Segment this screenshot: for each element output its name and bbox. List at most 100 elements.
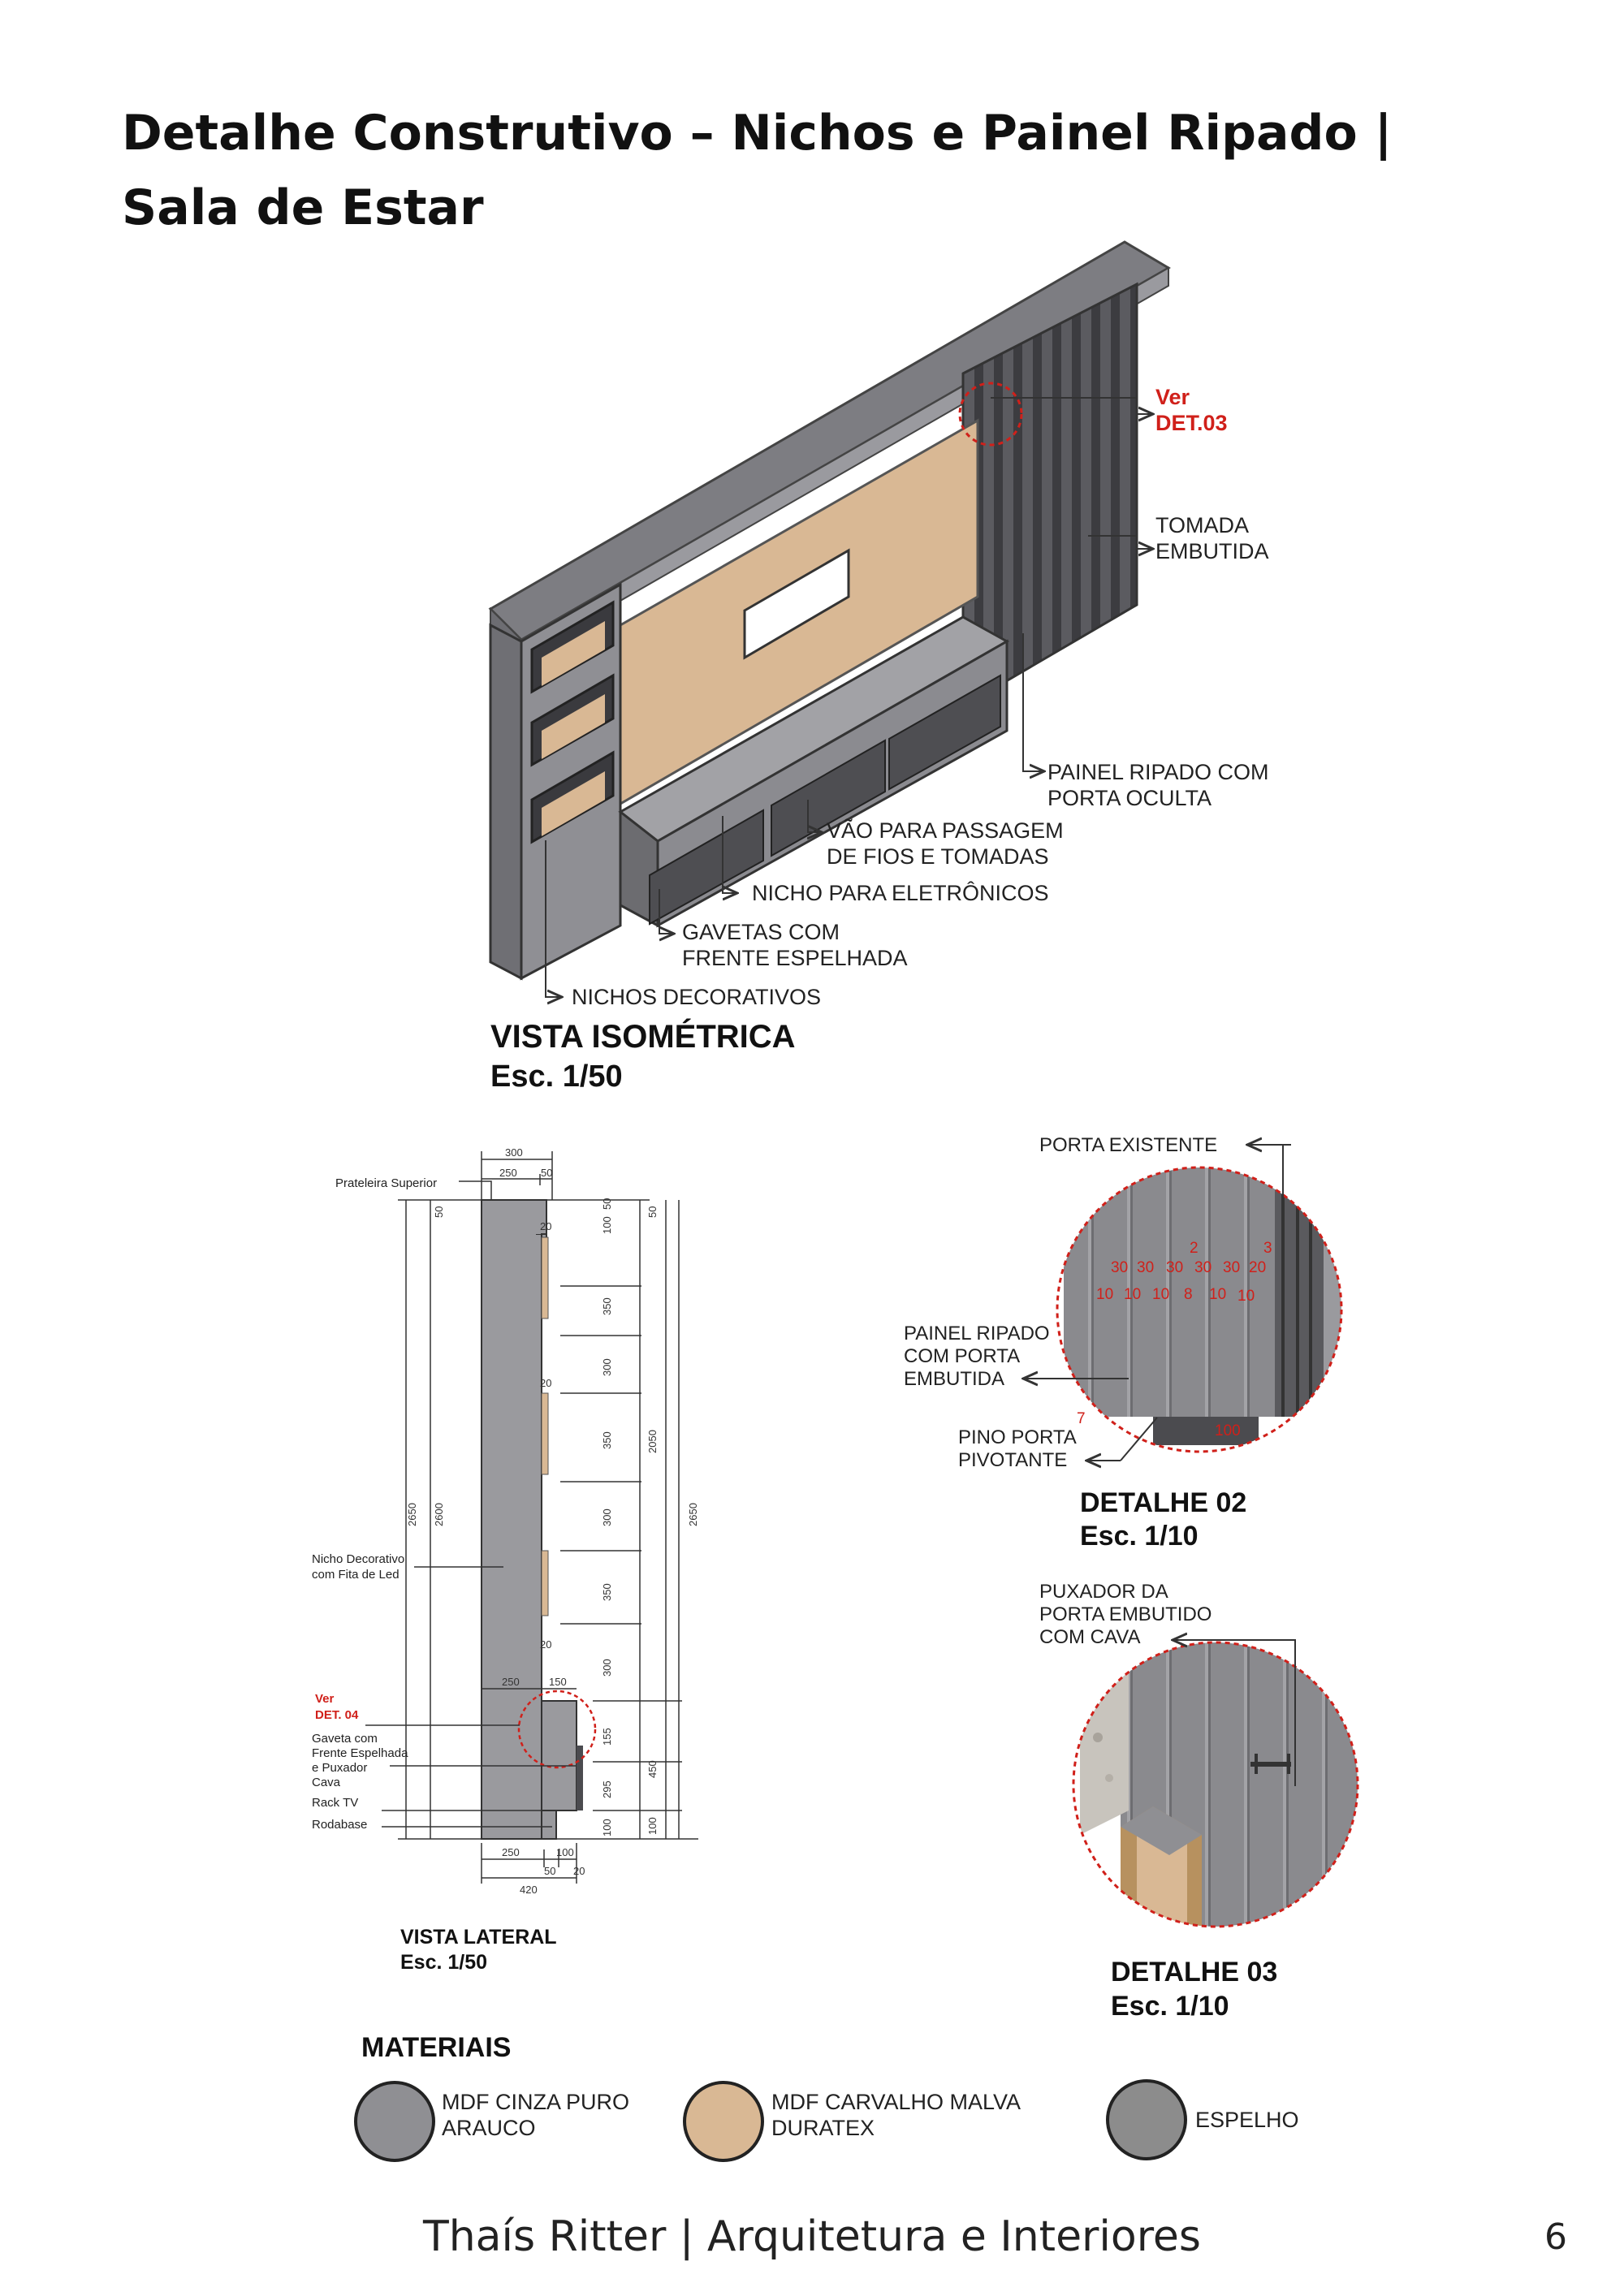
dim-stack-9: 100 bbox=[601, 1819, 613, 1836]
dim-bot-100: 100 bbox=[556, 1846, 574, 1858]
page-number: 6 bbox=[1544, 2216, 1567, 2258]
dim-mid-250: 250 bbox=[502, 1676, 520, 1688]
lat-nicho-1: Nicho Decorativo bbox=[312, 1552, 404, 1566]
det02-dim30-0: 30 bbox=[1111, 1259, 1128, 1276]
title-line-1: Detalhe Construtivo – Nichos e Painel Ri… bbox=[122, 105, 1393, 162]
lateral-body bbox=[481, 1199, 547, 1840]
det02-scale: Esc. 1/10 bbox=[1080, 1521, 1199, 1552]
det02-pino-2: PIVOTANTE bbox=[958, 1449, 1067, 1471]
det02-painel-2: COM PORTA bbox=[904, 1345, 1020, 1367]
material-swatch-wood bbox=[683, 2081, 764, 2162]
dim-stack-small-1: 20 bbox=[540, 1220, 551, 1232]
dim-stack-8: 295 bbox=[601, 1780, 613, 1798]
dim-stack-small-0: 50 bbox=[601, 1198, 613, 1210]
iso-nichos-decorativos: NICHOS DECORATIVOS bbox=[572, 985, 821, 1009]
material-swatch-mirror bbox=[1106, 2079, 1187, 2160]
iso-tomada-1: TOMADA bbox=[1155, 513, 1249, 537]
lat-prateleira: Prateleira Superior bbox=[335, 1176, 437, 1190]
det03-puxador-3: COM CAVA bbox=[1039, 1626, 1140, 1648]
det02-dim30-5: 20 bbox=[1249, 1259, 1266, 1276]
det02-dim10-5: 10 bbox=[1237, 1288, 1255, 1305]
det02-dim30-3: 30 bbox=[1194, 1259, 1212, 1276]
dim-right-50: 50 bbox=[646, 1206, 659, 1218]
det03-view-title: DETALHE 03 bbox=[1111, 1957, 1277, 1987]
dim-left-50: 50 bbox=[433, 1206, 445, 1218]
iso-painel-2: PORTA OCULTA bbox=[1047, 786, 1212, 810]
det02-dim30-2: 30 bbox=[1166, 1259, 1183, 1276]
material-mirror-line1: ESPELHO bbox=[1195, 2108, 1299, 2132]
det02-painel-3: EMBUTIDA bbox=[904, 1368, 1004, 1390]
iso-scale: Esc. 1/50 bbox=[490, 1060, 623, 1094]
material-swatch-gray bbox=[354, 2081, 435, 2162]
det02-view-title: DETALHE 02 bbox=[1080, 1487, 1246, 1518]
det02-painel-1: PAINEL RIPADO bbox=[904, 1323, 1050, 1344]
iso-vao-1: VÃO PARA PASSAGEM bbox=[827, 818, 1064, 843]
rack-tv bbox=[618, 615, 1010, 928]
det02-porta-existente: PORTA EXISTENTE bbox=[1039, 1134, 1217, 1156]
iso-tomada-2: EMBUTIDA bbox=[1155, 539, 1269, 563]
dim-mid-150: 150 bbox=[549, 1676, 567, 1688]
detail-02: 30 30 30 30 30 20 10 10 10 8 10 10 2 3 7… bbox=[904, 1134, 1343, 1552]
iso-view-title: VISTA ISOMÉTRICA bbox=[490, 1018, 796, 1055]
dim-stack-4: 300 bbox=[601, 1508, 613, 1526]
lat-ver-ref: DET. 04 bbox=[315, 1708, 359, 1722]
detail-03: PUXADOR DA PORTA EMBUTIDO COM CAVA DETAL… bbox=[1039, 1581, 1359, 2022]
iso-nicho-eletronicos: NICHO PARA ELETRÔNICOS bbox=[752, 880, 1049, 905]
iso-ver-ref: DET.03 bbox=[1155, 411, 1228, 435]
material-gray-line2: ARAUCO bbox=[442, 2116, 536, 2140]
det02-dim-3: 3 bbox=[1263, 1240, 1272, 1257]
material-gray-line1: MDF CINZA PURO bbox=[442, 2090, 629, 2114]
title-line-2: Sala de Estar bbox=[122, 179, 484, 236]
lat-scale: Esc. 1/50 bbox=[400, 1951, 487, 1974]
dim-bot-50: 50 bbox=[544, 1865, 555, 1877]
iso-gavetas-1: GAVETAS COM bbox=[682, 920, 840, 944]
dim-stack-small-3: 20 bbox=[540, 1638, 551, 1651]
det02-pino-1: PINO PORTA bbox=[958, 1426, 1077, 1448]
dim-right-2650: 2650 bbox=[687, 1503, 699, 1526]
dim-stack-7: 155 bbox=[601, 1728, 613, 1746]
dim-right-100: 100 bbox=[646, 1817, 659, 1835]
dim-bot-20: 20 bbox=[573, 1865, 585, 1877]
det02-dim-2: 2 bbox=[1190, 1240, 1199, 1257]
det02-dim10-2: 10 bbox=[1152, 1286, 1169, 1303]
dim-stack-1: 350 bbox=[601, 1297, 613, 1315]
lat-gaveta-4: Cava bbox=[312, 1776, 341, 1789]
lateral-rack bbox=[541, 1700, 577, 1811]
detail-03-marker bbox=[958, 382, 1023, 447]
det02-dim10-3: 8 bbox=[1184, 1286, 1193, 1303]
isometric-view: Ver DET.03 TOMADA EMBUTIDA PAINEL RIPADO… bbox=[488, 240, 1269, 1094]
lat-gaveta-2: Frente Espelhada bbox=[312, 1746, 408, 1760]
det02-dim10-1: 10 bbox=[1124, 1286, 1141, 1303]
det02-leader-lines bbox=[1025, 1145, 1291, 1461]
lat-nicho-2: com Fita de Led bbox=[312, 1568, 400, 1582]
dim-top-300: 300 bbox=[505, 1146, 523, 1159]
page-title: Detalhe Construtivo – Nichos e Painel Ri… bbox=[122, 96, 1462, 245]
decorative-niches bbox=[530, 600, 615, 844]
det02-dim30-1: 30 bbox=[1137, 1259, 1154, 1276]
det03-scale: Esc. 1/10 bbox=[1111, 1991, 1229, 2022]
det02-dim30-4: 30 bbox=[1223, 1259, 1240, 1276]
dim-stack-0: 100 bbox=[601, 1216, 613, 1234]
material-item-mirror: ESPELHO bbox=[1106, 2079, 1299, 2160]
lat-gaveta-1: Gaveta com bbox=[312, 1732, 378, 1746]
lateral-dimension-lines bbox=[398, 1151, 698, 1884]
iso-gavetas-2: FRENTE ESPELHADA bbox=[682, 946, 908, 970]
lat-view-title: VISTA LATERAL bbox=[400, 1926, 557, 1949]
iso-vao-2: DE FIOS E TOMADAS bbox=[827, 844, 1049, 869]
dim-left-2600: 2600 bbox=[433, 1503, 445, 1526]
dim-stack-6: 300 bbox=[601, 1659, 613, 1677]
det03-leader-lines bbox=[1174, 1640, 1296, 1786]
lat-ver-label: Ver bbox=[315, 1692, 335, 1706]
materials-legend: MATERIAIS MDF CINZA PURO ARAUCO MDF CARV… bbox=[354, 2032, 1299, 2162]
left-tower bbox=[489, 623, 523, 981]
dim-stack-3: 350 bbox=[601, 1431, 613, 1449]
material-wood-line2: DURATEX bbox=[771, 2116, 875, 2140]
det02-dim-7: 7 bbox=[1077, 1410, 1086, 1427]
footer-credit: Thaís Ritter | Arquitetura e Interiores bbox=[422, 2212, 1202, 2261]
lat-rack: Rack TV bbox=[312, 1796, 358, 1810]
det03-puxador-1: PUXADOR DA bbox=[1039, 1581, 1168, 1603]
dim-top-50: 50 bbox=[541, 1167, 552, 1179]
dim-right-2050: 2050 bbox=[646, 1430, 659, 1453]
dim-bot-420: 420 bbox=[520, 1884, 538, 1896]
dim-right-450: 450 bbox=[646, 1760, 659, 1778]
